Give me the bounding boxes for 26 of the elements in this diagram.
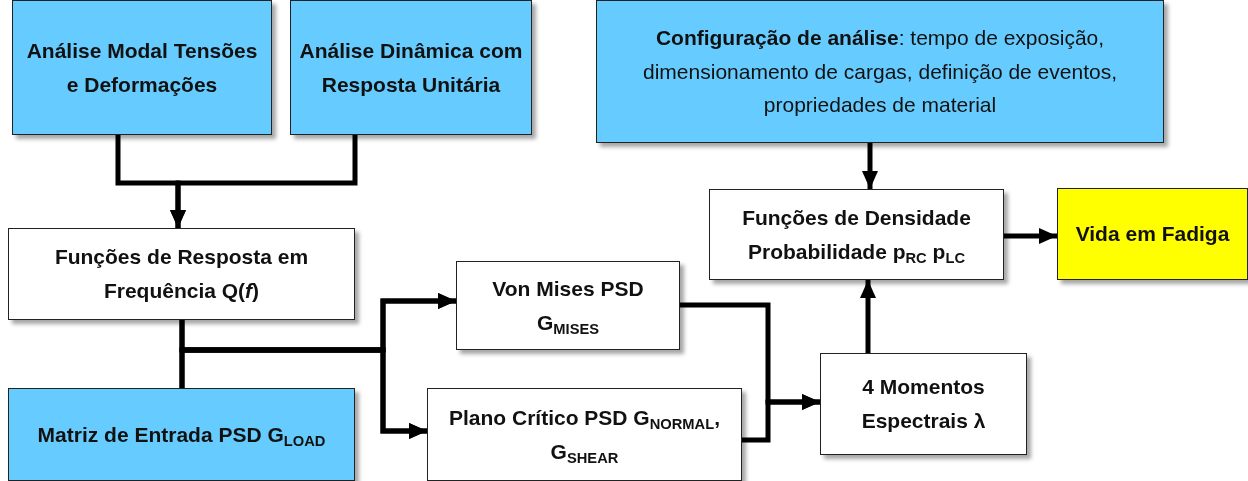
arrow: [862, 143, 878, 189]
box-text: Análise Dinâmica com Resposta Unitária: [299, 37, 523, 98]
box-text: Funções de Resposta em Frequência Q(f): [53, 244, 310, 304]
process-box: [1057, 188, 1248, 280]
arrow: [860, 280, 876, 353]
arrow: [179, 347, 427, 439]
process-box: [709, 189, 1004, 280]
process-box: [456, 261, 680, 350]
process-box: [427, 388, 742, 481]
box-text: Funções de Densidade Probabilidade p$_{RC}$ p$_{LC}$: [741, 204, 972, 268]
box-text: Plano Crítico PSD G$_{NORMAL}$, G$_{SHEAR}$: [448, 404, 721, 468]
box-text: Configuração de análise: tempo de exposição, dimensionamento de cargas, definição de eventos, propriedades de material: [642, 25, 1118, 119]
arrow: [170, 135, 358, 228]
box-text: Matriz de Entrada PSD G$_{LOAD}$: [37, 421, 326, 451]
process-box: [12, 0, 272, 135]
process-box: [290, 0, 532, 135]
process-box: [8, 228, 355, 320]
process-box: [8, 388, 355, 481]
process-box: [596, 0, 1164, 143]
box-text: Vida em Fadiga: [1075, 221, 1230, 248]
process-box: [820, 353, 1027, 455]
arrow: [742, 394, 820, 443]
box-text: 4 Momentos Espectrais λ: [860, 374, 987, 434]
box-text: Von Mises PSD G$_{MISES}$: [491, 275, 645, 339]
arrow: [1004, 228, 1057, 244]
box-text: Análise Modal Tensões e Deformações: [25, 37, 259, 98]
